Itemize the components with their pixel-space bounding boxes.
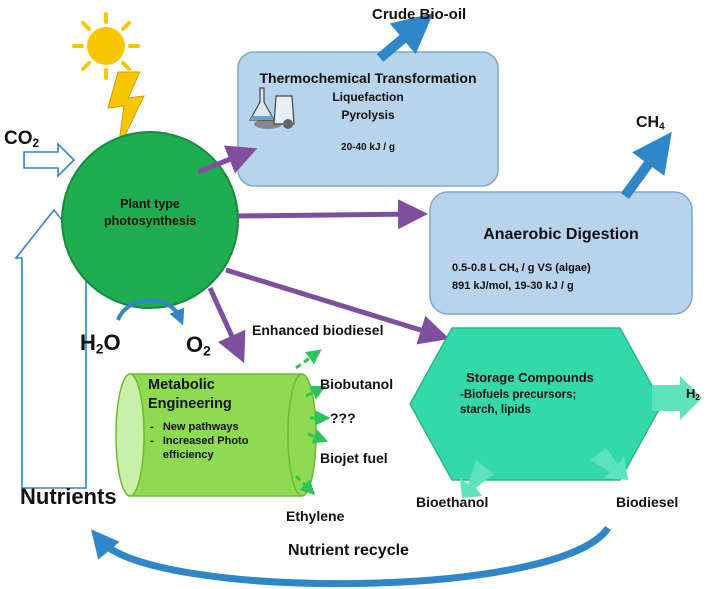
metabolic-bullets: - New pathways - Increased Photo efficie… xyxy=(150,420,290,462)
storage-title: Storage Compounds xyxy=(466,370,594,385)
bioethanol-arrow xyxy=(460,460,494,498)
ch4-arrow xyxy=(620,131,672,199)
dash-arrow-2 xyxy=(305,385,327,400)
photosynthesis-line-2: photosynthesis xyxy=(104,214,197,228)
metabolic-bullet-2: - Increased Photo efficiency xyxy=(150,435,249,461)
photosynthesis-circle xyxy=(61,131,239,309)
sun-icon xyxy=(72,12,140,80)
metabolic-bullet-1: - New pathways xyxy=(150,421,239,433)
thermo-item-liquefaction: Liquefaction xyxy=(332,90,404,104)
product-unknown: ??? xyxy=(330,410,356,426)
photosynthesis-label: Plant type photosynthesis xyxy=(104,196,196,230)
storage-desc: -Biofuels precursors; starch, lipids xyxy=(460,389,577,416)
thermo-energy: 20-40 kJ / g xyxy=(341,142,395,153)
nutrient-recycle-label: Nutrient recycle xyxy=(288,542,409,559)
metabolic-title-2: Engineering xyxy=(148,396,232,412)
anaerobic-title: Anaerobic Digestion xyxy=(483,226,639,243)
co2-arrow xyxy=(23,142,76,178)
thermo-title: Thermochemical Transformation xyxy=(259,70,477,86)
h2-label: H2 xyxy=(686,386,700,402)
h2o-label: H2O xyxy=(80,330,121,357)
product-biobutanol: Biobutanol xyxy=(320,376,394,392)
crude-bio-oil-label: Crude Bio-oil xyxy=(372,6,467,23)
dash-arrow-5 xyxy=(294,474,316,496)
anaerobic-box xyxy=(429,191,693,315)
anaerobic-line-2: 891 kJ/mol, 19-30 kJ / g xyxy=(452,280,574,292)
dash-arrow-4 xyxy=(307,429,329,444)
lightning-icon xyxy=(107,71,145,151)
to-thermo-arrow xyxy=(197,145,258,175)
product-ethylene: Ethylene xyxy=(286,508,345,524)
nutrient-recycle-arrow xyxy=(90,525,611,588)
photosynthesis-line-1: Plant type xyxy=(120,197,180,211)
metabolic-cylinder xyxy=(115,373,317,497)
co2-label: CO2 xyxy=(4,128,40,150)
crude-oil-arrow xyxy=(376,13,434,62)
product-biojet-fuel: Biojet fuel xyxy=(320,450,388,466)
h2-arrow xyxy=(652,376,702,420)
to-storage-arrow xyxy=(225,267,450,345)
biodiesel-arrow xyxy=(590,448,628,480)
biodiesel-label: Biodiesel xyxy=(616,494,679,510)
lab-flask-icon xyxy=(248,87,295,129)
metabolic-title: Metabolic Engineering xyxy=(148,376,232,414)
ch4-label: CH4 xyxy=(636,114,665,133)
to-anaerobic-arrow xyxy=(237,199,428,230)
o2-label: O2 xyxy=(186,332,211,359)
dash-arrow-1 xyxy=(295,349,322,370)
storage-hexagon xyxy=(409,327,663,481)
anaerobic-line-1: 0.5-0.8 L CH4 / g VS (algae) xyxy=(452,262,591,275)
nutrients-label: Nutrients xyxy=(20,484,117,509)
metabolic-title-1: Metabolic xyxy=(148,377,215,393)
bioethanol-label: Bioethanol xyxy=(416,494,489,510)
h2o-o2-arrow xyxy=(116,298,185,326)
product-enhanced-biodiesel: Enhanced biodiesel xyxy=(252,322,384,338)
thermo-item-pyrolysis: Pyrolysis xyxy=(341,108,395,122)
thermo-box xyxy=(237,51,499,187)
to-metabolic-arrow xyxy=(207,286,246,364)
